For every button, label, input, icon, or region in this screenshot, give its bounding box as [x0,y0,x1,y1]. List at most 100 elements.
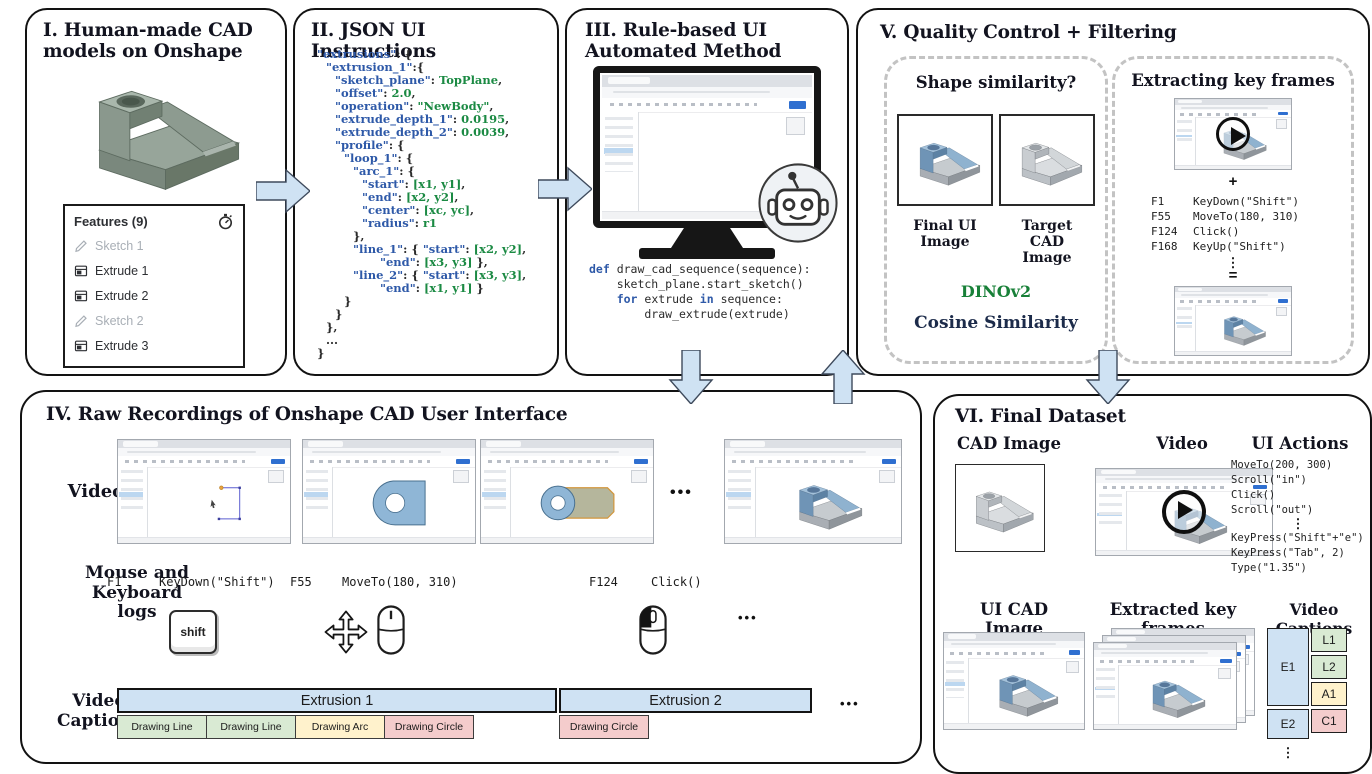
selected-feature-row [1175,134,1193,138]
mouse-click-icon [636,604,670,656]
model-canvas [336,469,467,537]
view-cube [785,116,805,135]
model-canvas [1121,667,1229,724]
feature-tree-panel [118,466,149,538]
toolbar-button [1278,111,1288,116]
ui-actions-list: MoveTo(200, 300)Scroll("in")Click()Scrol… [1231,458,1365,576]
feature-item-label: Sketch 1 [95,238,144,253]
panel2-title: II. JSON UI Instructions [311,20,436,63]
log-action: KeyUp("Shift") [1193,240,1286,253]
feature-item: Extrude 2 [65,283,243,308]
features-header: Features (9) [65,206,243,233]
vertical-dots: ⋮ [1281,745,1295,760]
shape-similarity-title: Shape similarity? [915,73,1077,92]
log-entry-2: F55 MoveTo(180, 310) [290,575,458,589]
plus-sign: + [1228,173,1238,190]
onshape-toolbar [944,648,1084,659]
toolbar-button [1278,299,1288,303]
toolbar-button [788,101,806,109]
log-action: KeyDown("Shift") [159,575,275,589]
status-bar [944,723,1084,729]
captions-ellipsis: ••• [840,696,860,711]
log-frame: F55 [290,575,312,589]
caption-step: Drawing Circle [384,715,474,739]
status-bar [303,536,475,543]
cosine-similarity-label: Cosine Similarity [914,313,1078,334]
feature-tree-panel [1175,117,1196,166]
caption-extrusion-bar: Extrusion 2 [559,688,812,713]
model-canvas [758,469,892,537]
model-canvas [971,660,1077,723]
caption-node-a1: A1 [1311,682,1347,706]
panel5-title: V. Quality Control + Filtering [880,22,1177,43]
feature-tree-panel [944,657,969,725]
target-cad-part [1003,128,1091,192]
arrow-1-to-2 [256,168,310,214]
view-cube [1275,119,1287,129]
selected-feature-row [603,148,634,155]
panel-human-made-cad: I. Human-made CAD models on Onshape Feat… [25,8,287,376]
status-bar [1096,549,1272,555]
caption-step: Drawing Circle [559,715,649,739]
dinov2-label: DINOv2 [960,282,1032,302]
log-entry-1: F1 KeyDown("Shift") [107,575,275,589]
status-bar [1175,164,1291,169]
onshape-toolbar [481,456,653,468]
selected-feature-row [119,492,144,497]
features-header-label: Features (9) [74,214,148,229]
log-entry-3: F124 Click() [589,575,702,589]
panel-json-instructions: II. JSON UI Instructions "extrusions": {… [293,8,559,376]
panel-final-dataset: VI. Final Dataset CAD Image Video UI Act… [933,394,1372,774]
caption-node-e2: E2 [1267,709,1309,739]
log-action: Click() [651,575,702,589]
target-cad-image-frame [999,114,1095,206]
feature-item: Sketch 2 [65,308,243,333]
onshape-screenshot-sketch [117,439,291,544]
feature-tree-panel [481,466,512,538]
ui-action-line: Type("1.35") [1231,562,1307,574]
sketch-icon [74,314,88,328]
feature-tree-panel [303,466,334,538]
toolbar-button [634,458,648,465]
python-code-block: def draw_cad_sequence(sequence): sketch_… [589,262,811,321]
model-canvas [151,469,282,537]
shift-key-label: shift [180,625,206,639]
log-frame: F1 [107,575,122,589]
ui-actions-header: UI Actions [1251,434,1349,453]
extrude-icon [74,289,88,303]
caption-step: Drawing Line [117,715,207,739]
feature-tree-panel [1096,491,1127,551]
feature-item: Sketch 1 [65,233,243,258]
selected-feature-row [1097,512,1122,517]
panel-raw-recordings: IV. Raw Recordings of Onshape CAD User I… [20,390,922,764]
selected-feature-row [1095,686,1115,691]
extrude-icon [74,339,88,353]
onshape-toolbar [1175,297,1291,306]
caption-node-e1: E1 [1267,628,1309,706]
final-ui-label: Final UI Image [913,218,977,251]
equals-sign: = [1228,267,1238,284]
feature-item: Extrude 3 [65,333,243,358]
arrow-2-to-3 [538,166,592,212]
caption-node-l1: L1 [1311,628,1347,652]
view-cube [878,469,895,484]
cad-image-part [958,477,1042,539]
cad-image-header: CAD Image [957,434,1061,453]
sketch-icon [74,239,88,253]
onshape-screenshot-combo [480,439,654,544]
caption-extrusion-bar: Extrusion 1 [117,688,557,713]
view-cube [1249,493,1266,506]
keyframe-front-shot [1093,642,1237,730]
status-bar [725,536,901,543]
toolbar-button [271,458,285,465]
selected-feature-row [304,492,329,497]
ui-action-line: ⋮ [1291,517,1305,532]
model-canvas [1197,306,1285,351]
monitor-stand [671,228,743,248]
log-frame: F1 [1151,195,1165,208]
onshape-toolbar [725,456,901,468]
video-header: Video [1156,434,1208,453]
ui-action-line: KeyPress("Tab", 2) [1231,547,1345,559]
